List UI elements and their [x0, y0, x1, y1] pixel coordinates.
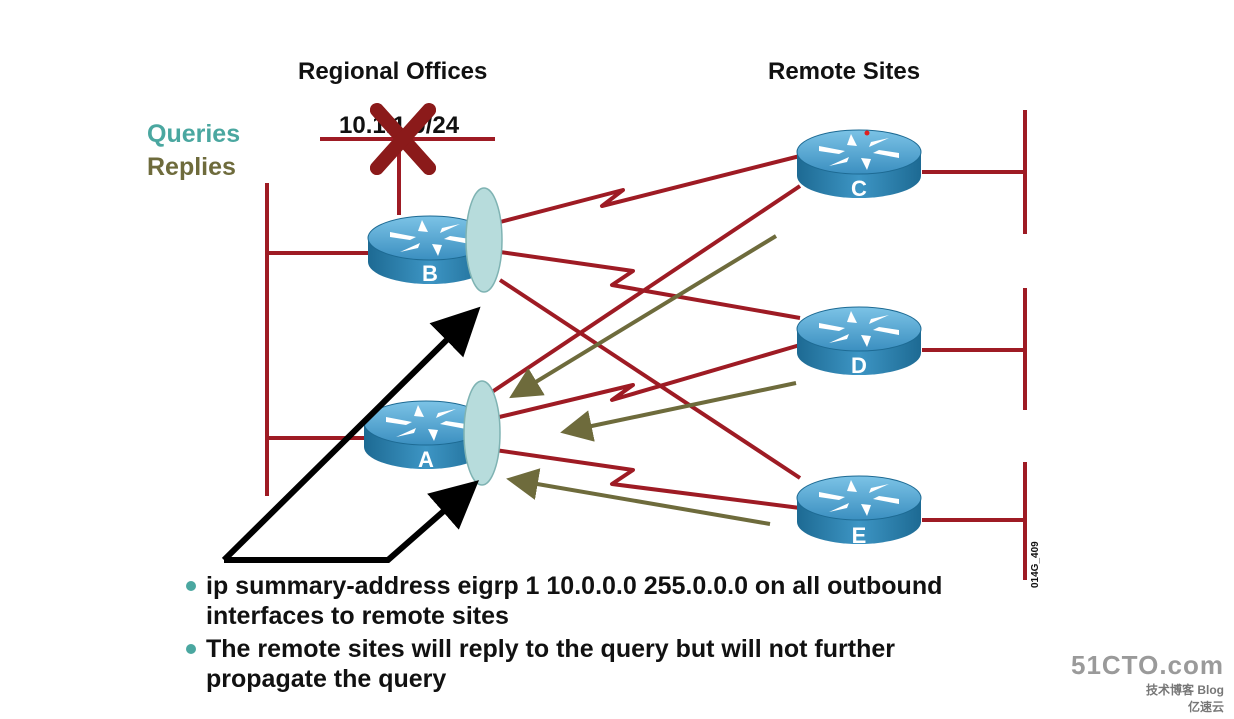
- router-a-label: A: [418, 447, 434, 472]
- legend-replies: Replies: [147, 153, 236, 181]
- bullet-list: ip summary-address eigrp 1 10.0.0.0 255.…: [186, 571, 946, 697]
- legend-queries: Queries: [147, 120, 241, 148]
- wan-link-a-e: [494, 448, 801, 510]
- watermark-brand: 亿速云: [1187, 700, 1224, 714]
- figure-id: 014G_409: [1030, 541, 1041, 588]
- wan-link-b-c: [499, 154, 801, 224]
- summary-interface-b: [465, 187, 503, 293]
- reply-arrow-d: [560, 381, 797, 442]
- bullet-item: The remote sites will reply to the query…: [186, 634, 946, 694]
- router-c-label: C: [851, 176, 867, 201]
- router-e-label: E: [851, 523, 867, 548]
- regional-offices-heading: Regional Offices: [298, 58, 488, 85]
- bullet-text: The remote sites will reply to the query…: [206, 635, 895, 693]
- reply-arrow-e: [506, 468, 771, 526]
- bullet-dot-icon: [186, 644, 196, 654]
- watermark-tagline: 技术博客 Blog: [1146, 683, 1224, 697]
- wan-link-b-e: [498, 278, 802, 480]
- watermark-site: 51CTO.com: [1070, 650, 1224, 680]
- pointer-arrow-to-a: [224, 480, 480, 563]
- reply-arrow-c: [509, 234, 778, 399]
- router-d-label: D: [851, 353, 867, 378]
- remote-sites-heading: Remote Sites: [768, 58, 921, 85]
- pointer-arrow-to-b: [221, 306, 481, 563]
- bullet-item: ip summary-address eigrp 1 10.0.0.0 255.…: [186, 571, 946, 631]
- router-b-label: B: [422, 261, 438, 286]
- wan-link-b-d: [499, 250, 801, 320]
- watermark: 51CTO.com 技术博客 Blog 亿速云: [1071, 650, 1224, 715]
- wan-link-a-c: [478, 184, 802, 402]
- failure-x-overlay: [370, 104, 436, 175]
- bullet-dot-icon: [186, 581, 196, 591]
- wan-link-a-d: [494, 343, 801, 420]
- bullet-text: ip summary-address eigrp 1 10.0.0.0 255.…: [206, 572, 943, 630]
- summary-interface-a: [463, 380, 501, 486]
